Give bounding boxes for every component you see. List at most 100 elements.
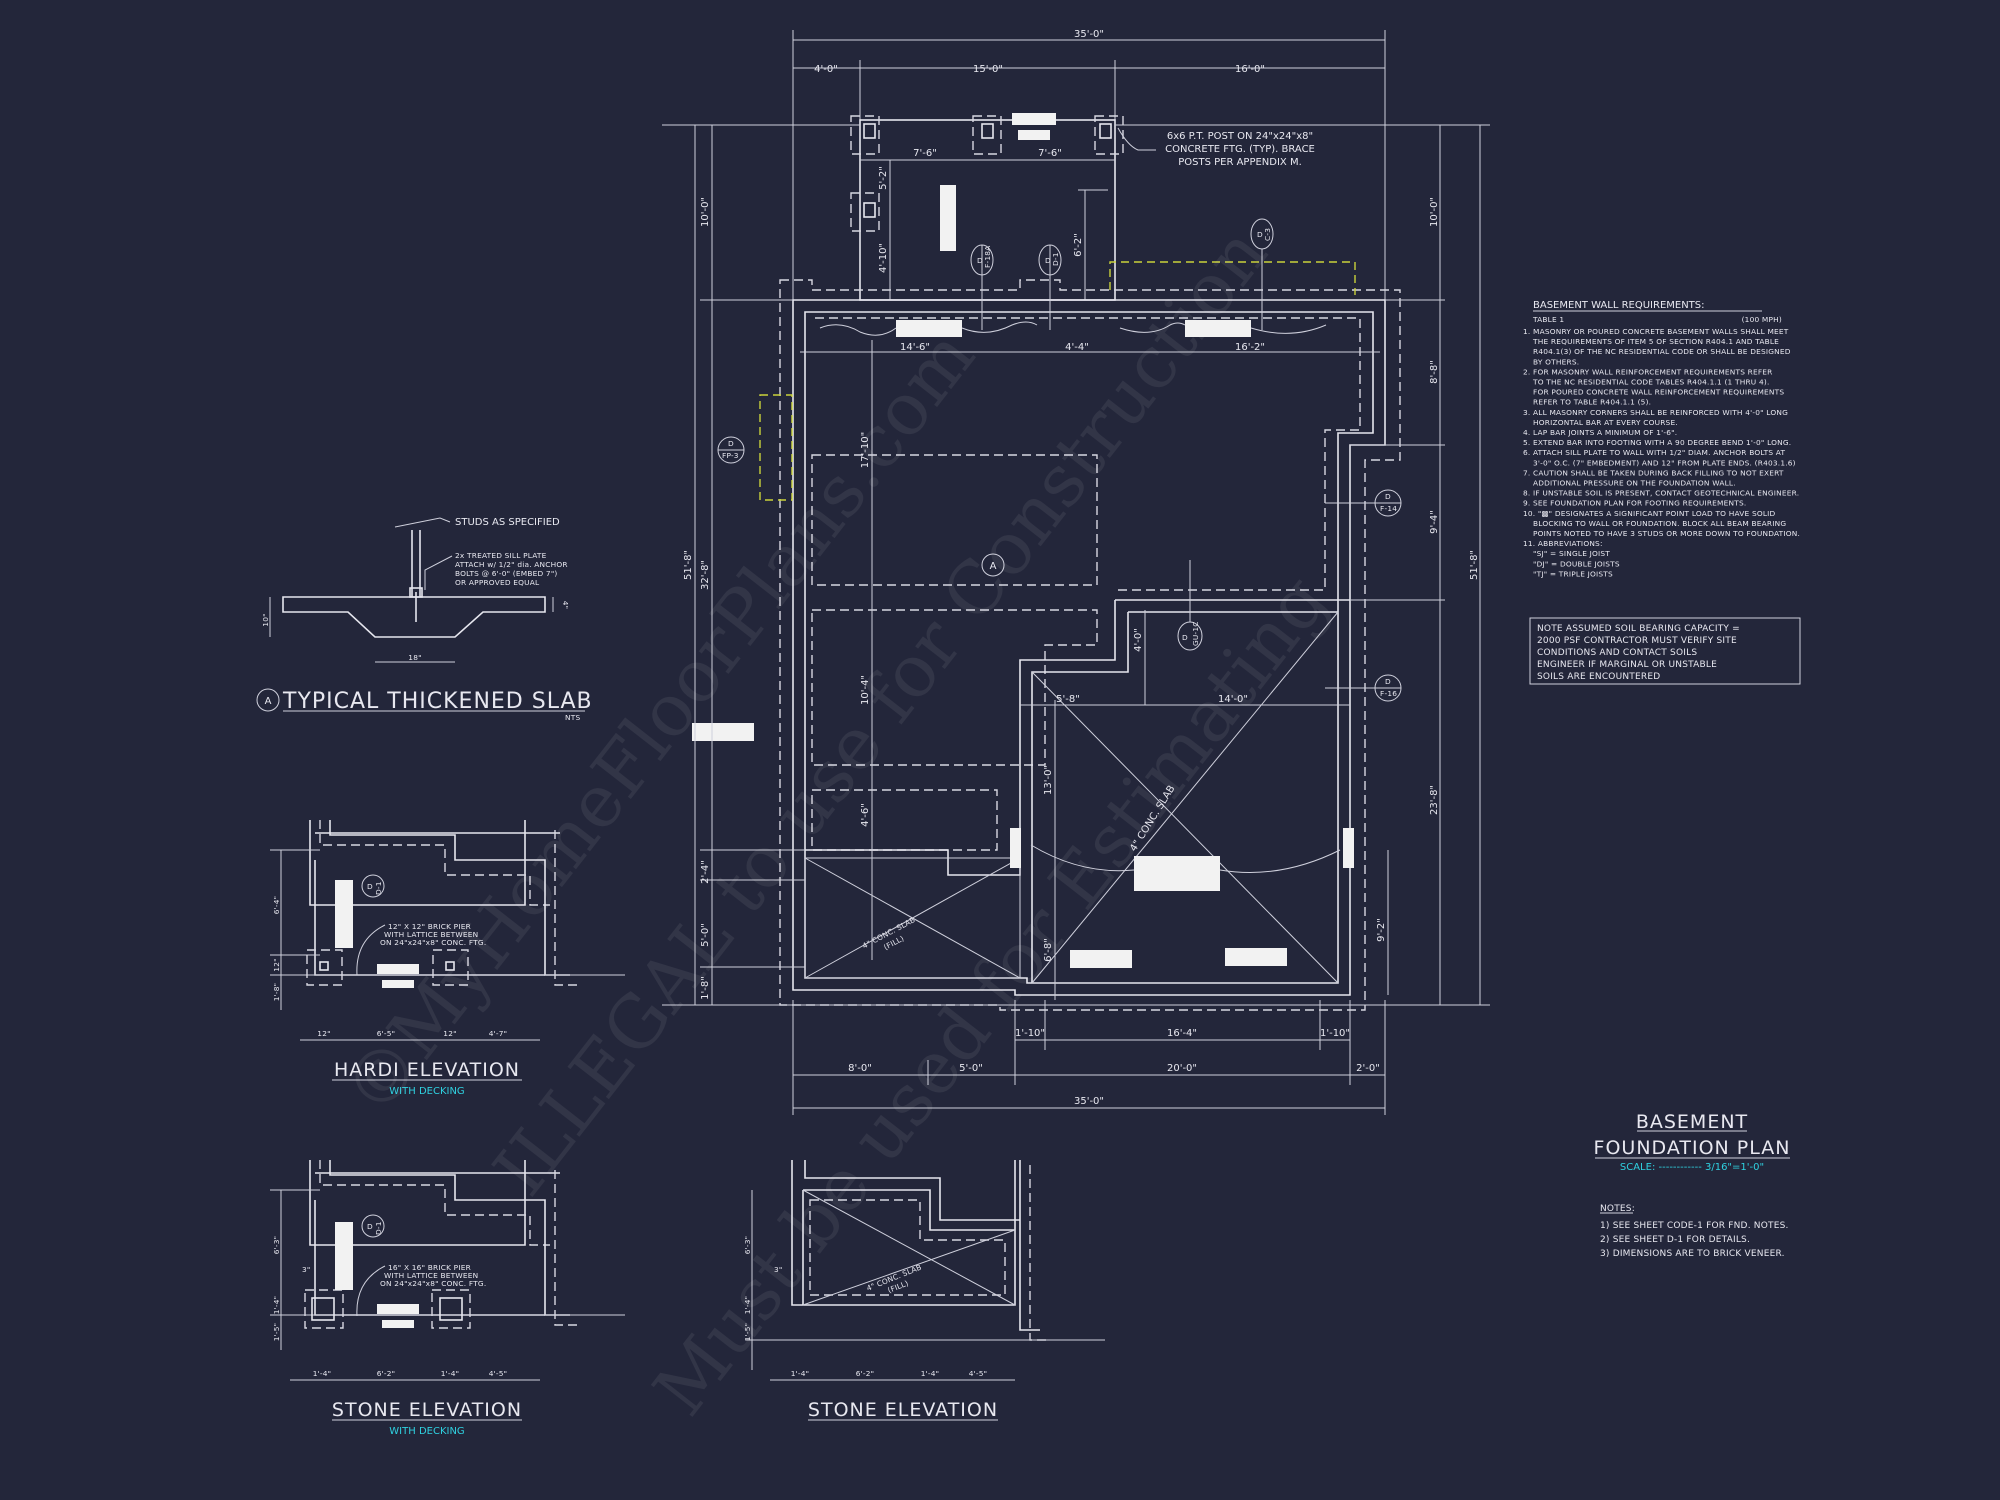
requirement-line: 4. LAP BAR JOINTS A MINIMUM OF 1'-6".	[1523, 428, 1677, 437]
requirement-line: 2. FOR MASONRY WALL REINFORCEMENT REQUIR…	[1523, 367, 1773, 376]
requirements-title: BASEMENT WALL REQUIREMENTS:	[1533, 300, 1705, 311]
dim-label: 1'-5"	[743, 1323, 752, 1342]
dim-label: 10"	[261, 613, 270, 626]
detail-tag[interactable]: D FP-3	[717, 436, 745, 464]
detail-title: TYPICAL THICKENED SLAB	[282, 689, 593, 714]
dim-label: 4'-0"	[814, 64, 838, 75]
svg-text:D: D	[728, 439, 734, 448]
notes-title: NOTES:	[1600, 1204, 1635, 1214]
detail-tag[interactable]: DF-14	[1325, 489, 1402, 517]
table-label: TABLE 1	[1532, 315, 1564, 324]
dim-label: 8'-0"	[848, 1063, 872, 1074]
dim-label: 5'-2"	[878, 166, 889, 190]
dim-label: 51'-8"	[683, 550, 694, 580]
dim-label: 6'-8"	[1043, 938, 1054, 962]
basement-wall-requirements: BASEMENT WALL REQUIREMENTS: TABLE 1 (100…	[1523, 300, 1800, 578]
svg-text:F-14: F-14	[1380, 504, 1397, 513]
studs-note: STUDS AS SPECIFIED	[455, 517, 560, 528]
hardi-elevation: D D-1 12" X 12" BRICK PIER WITH LATTICE …	[270, 820, 625, 1097]
section-marker[interactable]: A	[981, 553, 1005, 577]
porch: 7'-6" 7'-6" 5'-2" 4'-10" 6'-2" 6x6 P.T. …	[850, 113, 1315, 301]
requirement-line: POINTS NOTED TO HAVE 3 STUDS OR MORE DOW…	[1533, 529, 1800, 538]
requirement-line: 5. EXTEND BAR INTO FOOTING WITH A 90 DEG…	[1523, 438, 1791, 447]
sill-note: ATTACH w/ 1/2" dia. ANCHOR	[455, 560, 568, 569]
dim-label: 14'-0"	[1218, 694, 1248, 705]
requirement-line: 10. "▩" DESIGNATES A SIGNIFICANT POINT L…	[1523, 509, 1776, 518]
dim-label: 13'-0"	[1043, 765, 1054, 795]
dim-label: 12"	[443, 1029, 456, 1038]
dim-label: 16'-2"	[1235, 342, 1265, 353]
dim-label: 4'-5"	[489, 1369, 508, 1378]
requirement-line: ADDITIONAL PRESSURE ON THE FOUNDATION WA…	[1533, 479, 1736, 488]
dim-label: 5'-0"	[959, 1063, 983, 1074]
dim-label: 7'-6"	[1038, 148, 1062, 159]
dim-label: 6'-4"	[272, 896, 281, 915]
dim-label: 9'-2"	[1376, 918, 1387, 942]
dim-label: 3"	[774, 1265, 783, 1274]
bottom-dimensions: 1'-10" 16'-4" 1'-10" 8'-0" 5'-0" 20'-0" …	[792, 1000, 1386, 1115]
pier-note: ON 24"x24"x8" CONC. FTG.	[380, 938, 486, 947]
requirement-line: 3'-0" O.C. (7" EMBEDMENT) AND 12" FROM P…	[1533, 458, 1796, 467]
plan-title: BASEMENT	[1636, 1111, 1748, 1133]
requirement-line: 6. ATTACH SILL PLATE TO WALL WITH 1/2" D…	[1523, 448, 1785, 457]
sill-note: 2x TREATED SILL PLATE	[455, 551, 547, 560]
dim-label: 1'-10"	[1320, 1028, 1350, 1039]
dim-label: 2'-4"	[700, 860, 711, 884]
elevation-title: STONE ELEVATION	[332, 1399, 522, 1421]
dim-label: 3"	[302, 1265, 311, 1274]
svg-text:NOTE ASSUMED SOIL BEARING CAPA: NOTE ASSUMED SOIL BEARING CAPACITY =	[1537, 624, 1740, 634]
tag-bottom: D-1	[374, 881, 383, 895]
nts-label: NTS	[565, 713, 580, 722]
dim-label: 4'-5"	[969, 1369, 988, 1378]
stone-elevation-decking: D D-1 16" X 16" BRICK PIER WITH LATTICE …	[270, 1160, 625, 1437]
svg-text:C-3: C-3	[1263, 228, 1272, 241]
requirement-line: "TJ" = TRIPLE JOISTS	[1533, 569, 1613, 578]
dim-label: 4'-6"	[860, 803, 871, 827]
svg-text:D: D	[1045, 256, 1051, 265]
dim-label: 1'-5"	[272, 1323, 281, 1342]
interior-dimensions: 14'-6" 4'-4" 16'-2" 17'-10" 10'-4" 4'-6"…	[800, 340, 1389, 1000]
dim-label: 4'-7"	[489, 1029, 508, 1038]
dim-label: 14'-6"	[900, 342, 930, 353]
svg-text:A: A	[990, 561, 997, 572]
left-dimensions: 10'-0" 32'-8" 51'-8" 2'-4" 5'-0" 1'-8"	[662, 124, 1490, 1006]
dim-label: 4'-4"	[1065, 342, 1089, 353]
dim-label: 5'-8"	[1056, 694, 1080, 705]
svg-text:D: D	[1257, 230, 1263, 239]
post-note-line: 6x6 P.T. POST ON 24"x24"x8"	[1167, 131, 1313, 142]
dim-label: 4"	[561, 601, 570, 610]
dim-label: 35'-0"	[1074, 29, 1104, 40]
dim-label: 1'-4"	[313, 1369, 332, 1378]
dim-label: 1'-4"	[921, 1369, 940, 1378]
svg-text:D-1: D-1	[1051, 252, 1060, 266]
svg-text:FP-3: FP-3	[722, 451, 739, 460]
dim-label: 12"	[317, 1029, 330, 1038]
dim-label: 23'-8"	[1429, 785, 1440, 815]
requirement-line: "DJ" = DOUBLE JOISTS	[1533, 559, 1620, 568]
detail-tag[interactable]: DF-16	[1325, 674, 1402, 702]
tag-bottom: D-1	[374, 1221, 383, 1235]
dim-label: 6'-3"	[272, 1236, 281, 1255]
svg-text:F-16: F-16	[1380, 689, 1397, 698]
svg-text:D: D	[1182, 633, 1188, 642]
dim-label: 15'-0"	[973, 64, 1003, 75]
dim-label: 32'-8"	[700, 560, 711, 590]
pier-note: ON 24"x24"x8" CONC. FTG.	[380, 1279, 486, 1288]
dim-label: 8'-8"	[1429, 360, 1440, 384]
sill-note: OR APPROVED EQUAL	[455, 578, 540, 587]
dim-label: 7'-6"	[913, 148, 937, 159]
dim-label: 51'-8"	[1469, 550, 1480, 580]
elevation-subtitle: WITH DECKING	[389, 1426, 464, 1437]
dim-label: 6'-3"	[743, 1236, 752, 1255]
dim-label: 17'-10"	[860, 432, 871, 468]
pier-note: WITH LATTICE BETWEEN	[384, 1271, 478, 1280]
requirement-line: 11. ABBREVIATIONS:	[1523, 539, 1603, 548]
watermark: ©MyHomeFloorPlans.com ILLEGAL to use for…	[327, 212, 1343, 1431]
note-item: 3) DIMENSIONS ARE TO BRICK VENEER.	[1600, 1249, 1785, 1259]
